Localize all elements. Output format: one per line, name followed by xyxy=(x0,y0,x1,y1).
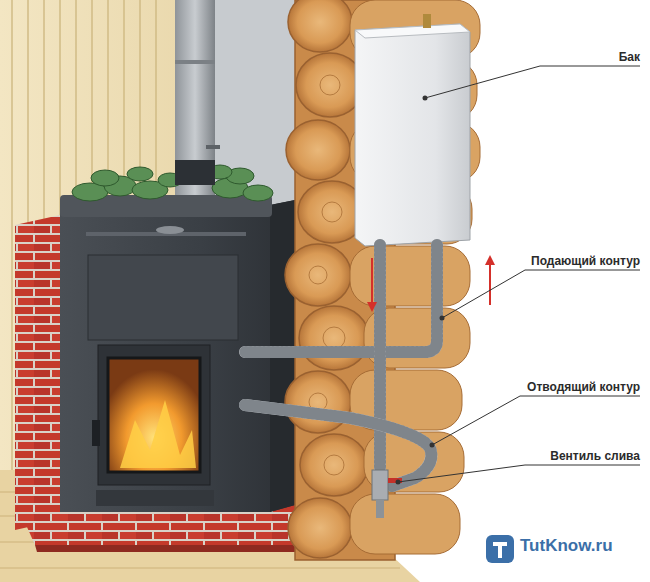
callout-label: Отводящий контур xyxy=(500,380,640,394)
watermark: TutKnow.ru xyxy=(520,539,645,553)
callout-label: Бак xyxy=(540,50,640,64)
callout-label: Подающий контур xyxy=(505,254,640,268)
callout-label: Вентиль слива xyxy=(505,449,640,463)
